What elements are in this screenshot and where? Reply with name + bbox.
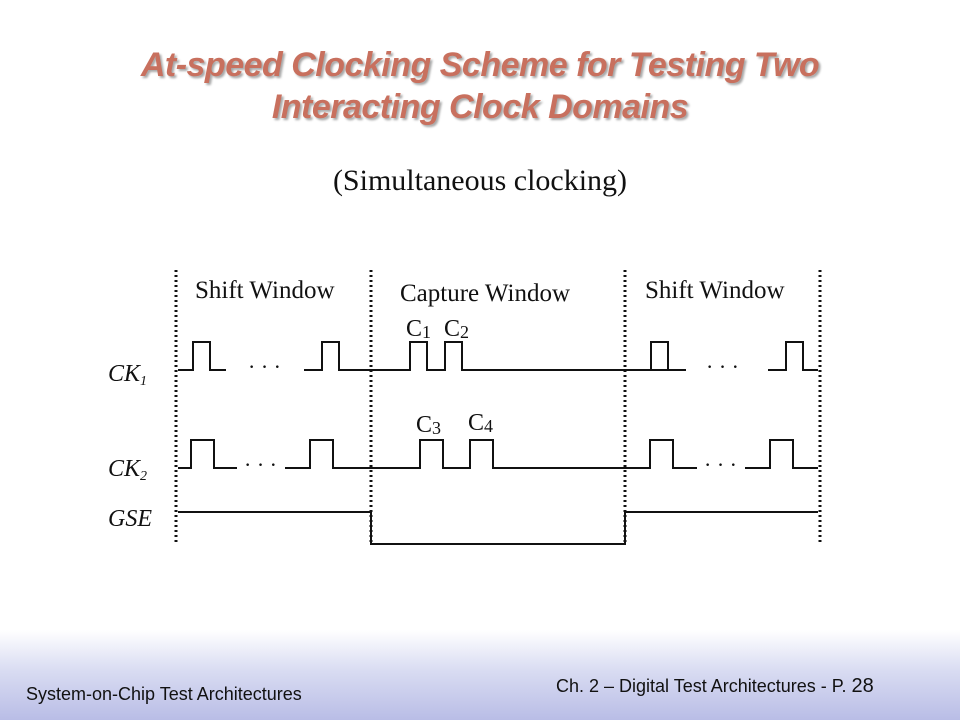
footer-page-number: 28 bbox=[851, 675, 874, 697]
footer-chapter-text: Ch. 2 – Digital Test Architectures - P. bbox=[556, 676, 847, 696]
title-line-1: At-speed Clocking Scheme for Testing Two bbox=[140, 46, 820, 84]
signal-label-ck1: CK1 bbox=[108, 361, 147, 389]
slide-subtitle: (Simultaneous clocking) bbox=[332, 164, 628, 197]
ck2-waveform-seg-1 bbox=[178, 439, 237, 469]
ck2-ellipsis-1: · · · bbox=[244, 452, 277, 477]
ck1-ellipsis-1: · · · bbox=[248, 354, 281, 379]
window-label-shift-1: Shift Window bbox=[195, 277, 335, 304]
signal-label-gse: GSE bbox=[108, 506, 152, 532]
ck1-waveform-seg-2 bbox=[304, 341, 686, 371]
footer-band bbox=[0, 630, 960, 720]
ck2-waveform-seg-3 bbox=[745, 439, 818, 469]
ck1-ellipsis-2: · · · bbox=[706, 354, 739, 379]
ck2-ellipsis-2: · · · bbox=[704, 452, 737, 477]
pulse-label-c3: C3 bbox=[416, 412, 441, 438]
ck1-waveform-seg-shift2-a bbox=[636, 341, 669, 371]
pulse-label-c2: C2 bbox=[444, 316, 469, 342]
gse-waveform bbox=[178, 511, 818, 545]
window-label-capture: Capture Window bbox=[400, 280, 570, 307]
ck1-waveform-seg-1 bbox=[178, 341, 226, 371]
pulse-label-c4: C4 bbox=[468, 410, 493, 436]
footer-chapter: Ch. 2 – Digital Test Architectures - P. … bbox=[556, 675, 874, 698]
pulse-label-c1: C1 bbox=[406, 316, 431, 342]
footer-book-title: System-on-Chip Test Architectures bbox=[26, 684, 302, 704]
window-label-shift-2: Shift Window bbox=[645, 277, 785, 304]
title-line-2: Interacting Clock Domains bbox=[271, 88, 689, 126]
ck1-waveform-seg-3 bbox=[768, 341, 818, 371]
slide-title: At-speed Clocking Scheme for Testing Two… bbox=[0, 44, 960, 128]
ck2-waveform-seg-2 bbox=[285, 439, 697, 469]
signal-label-ck2: CK2 bbox=[108, 456, 147, 484]
